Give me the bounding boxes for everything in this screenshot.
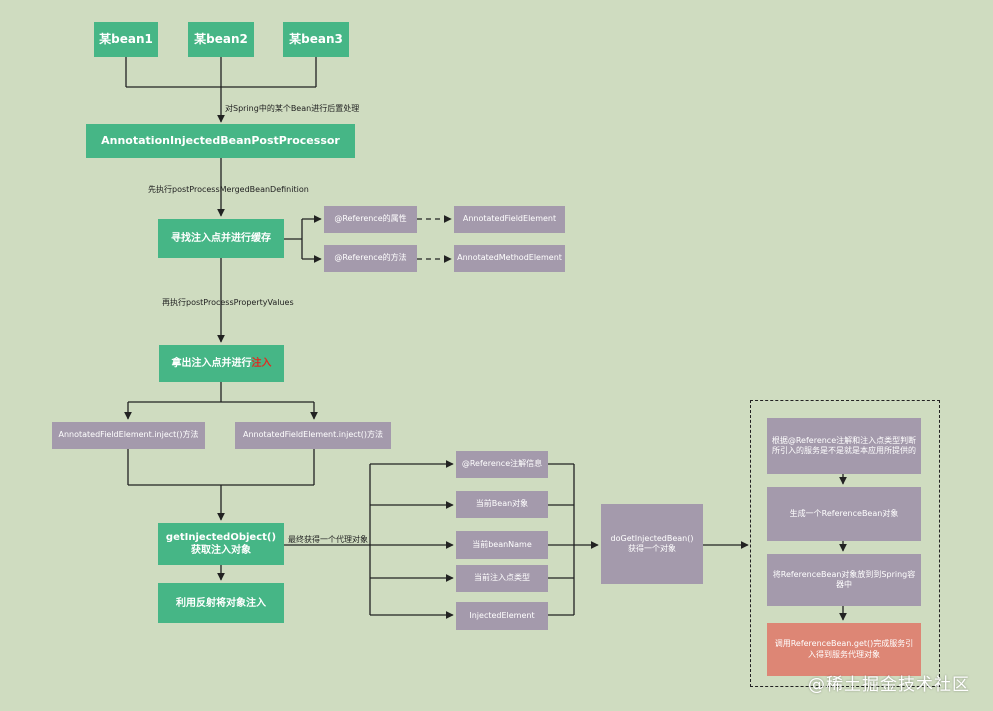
bean-2-box: 某bean2 [188, 22, 254, 57]
watermark: @稀土掘金技术社区 [808, 675, 970, 695]
processor-box: AnnotationInjectedBeanPostProcessor [86, 124, 355, 158]
label-final-proxy: 最终获得一个代理对象 [288, 535, 368, 544]
param-inject-type: 当前注入点类型 [456, 565, 548, 592]
reference-method-box: @Reference的方法 [324, 245, 417, 272]
label-bean-post-process: 对Spring中的某个Bean进行后置处理 [225, 104, 360, 113]
find-inject-cache-box: 寻找注入点并进行缓存 [158, 219, 284, 258]
annotated-method-element-box: AnnotatedMethodElement [454, 245, 565, 272]
inject-method-box-2: AnnotatedFieldElement.inject()方法 [235, 422, 391, 449]
reference-bean-group [750, 400, 940, 687]
do-get-injected-bean-box: doGetInjectedBean() 获得一个对象 [601, 504, 703, 584]
do-get-injected-bean-subtitle: 获得一个对象 [628, 544, 676, 553]
param-injected-element: InjectedElement [456, 602, 548, 630]
step-get-proxy: 调用ReferenceBean.get()完成服务引入得到服务代理对象 [767, 623, 921, 676]
get-injected-object-title: getInjectedObject() [165, 532, 277, 543]
reflect-inject-box: 利用反射将对象注入 [158, 583, 284, 623]
annotated-field-element-box: AnnotatedFieldElement [454, 206, 565, 233]
param-current-bean-name: 当前beanName [456, 531, 548, 559]
get-injected-object-subtitle: 获取注入对象 [191, 545, 251, 556]
bean-3-box: 某bean3 [283, 22, 349, 57]
take-inject-box: 拿出注入点并进行注入 [159, 345, 284, 382]
take-inject-highlight: 注入 [251, 358, 272, 369]
take-inject-prefix: 拿出注入点并进行 [171, 358, 252, 369]
param-current-bean: 当前Bean对象 [456, 491, 548, 518]
label-first-execute: 先执行postProcessMergedBeanDefinition [148, 185, 309, 194]
do-get-injected-bean-title: doGetInjectedBean() [610, 533, 694, 543]
param-reference-info: @Reference注解信息 [456, 451, 548, 478]
inject-method-box-1: AnnotatedFieldElement.inject()方法 [52, 422, 205, 449]
reference-property-box: @Reference的属性 [324, 206, 417, 233]
get-injected-object-box: getInjectedObject() 获取注入对象 [158, 523, 284, 565]
bean-1-box: 某bean1 [94, 22, 158, 57]
step-create-reference-bean: 生成一个ReferenceBean对象 [767, 487, 921, 541]
step-register-spring: 将ReferenceBean对象放到到Spring容器中 [767, 554, 921, 606]
label-then-execute: 再执行postProcessPropertyValues [162, 298, 294, 307]
step-check-local-service: 根据@Reference注解和注入点类型判断所引入的服务是不是就是本应用所提供的 [767, 418, 921, 474]
